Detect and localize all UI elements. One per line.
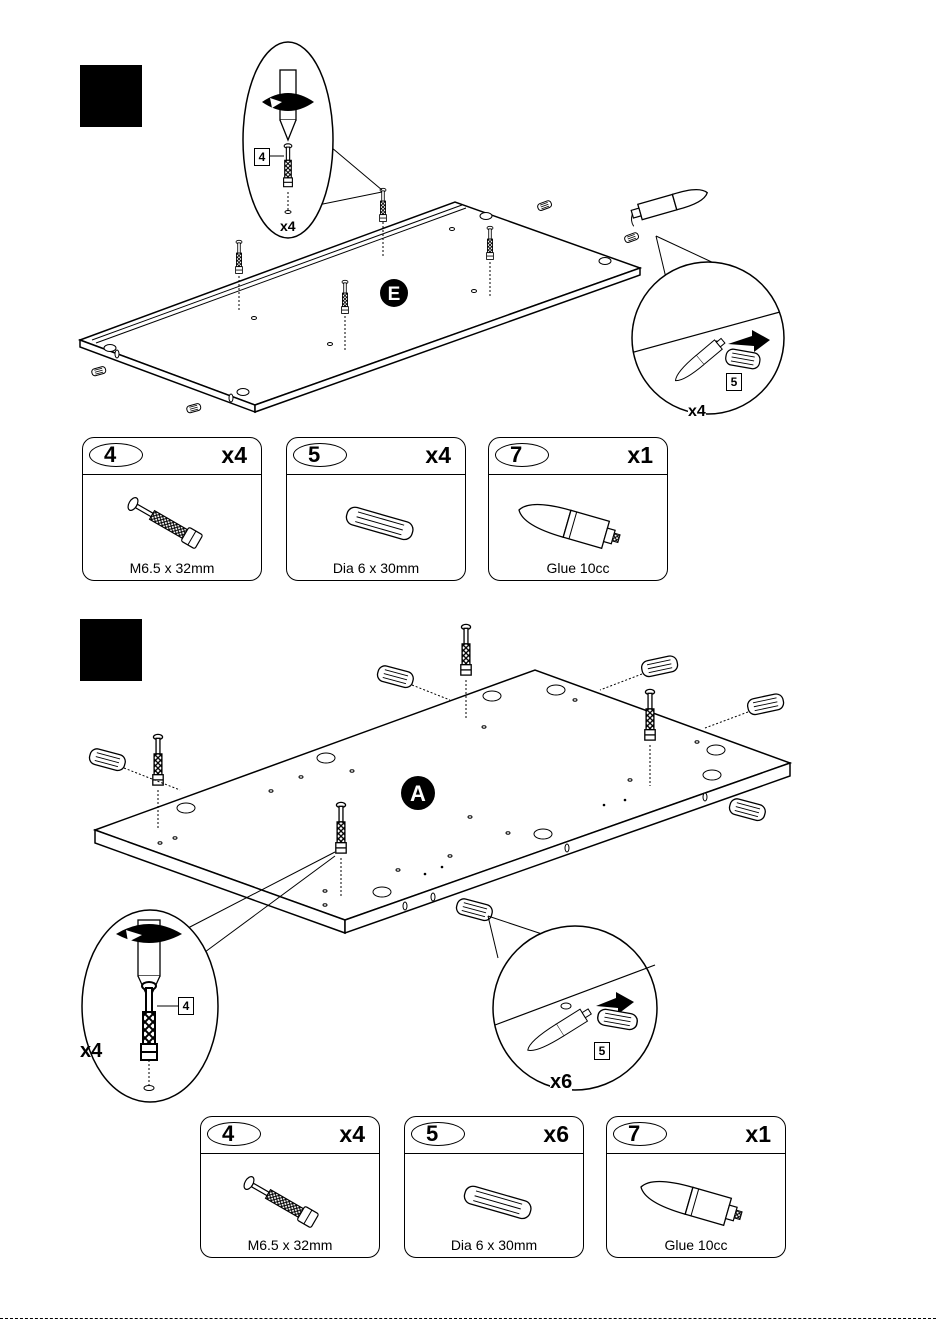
part-caption: Glue 10cc	[607, 1237, 785, 1253]
part-tag-dowel-step1: 5	[726, 373, 742, 391]
part-qty: x1	[745, 1121, 771, 1148]
panel-a-drawing: A	[88, 624, 790, 933]
part-caption: M6.5 x 32mm	[201, 1237, 379, 1253]
part-id: 7	[613, 1122, 667, 1146]
callout-dowel-step1	[632, 236, 784, 414]
cam-bolt-icon	[83, 474, 261, 564]
glue-bottle-icon	[607, 1153, 785, 1243]
part-id: 4	[207, 1122, 261, 1146]
part-qty: x4	[339, 1121, 365, 1148]
multiplier-dowel-step1: x4	[688, 403, 706, 421]
panel-e-letter: E	[388, 284, 401, 305]
callout-dowel-step2	[488, 916, 657, 1090]
multiplier-screw-step2: x4	[80, 1040, 102, 1063]
part-card-glue-step1: 7 x1 Glue 10cc	[488, 437, 668, 581]
part-caption: Dia 6 x 30mm	[287, 560, 465, 576]
panel-e-drawing: E	[80, 185, 711, 413]
part-qty: x6	[543, 1121, 569, 1148]
part-card-bolt-step1: 4 x4 M6.5 x 32mm	[82, 437, 262, 581]
part-id: 5	[293, 443, 347, 467]
part-caption: Dia 6 x 30mm	[405, 1237, 583, 1253]
multiplier-dowel-step2: x6	[550, 1071, 572, 1094]
part-id: 4	[89, 443, 143, 467]
part-card-dowel-step1: 5 x4 Dia 6 x 30mm	[286, 437, 466, 581]
part-qty: x4	[221, 442, 247, 469]
part-tag-dowel-step2: 5	[594, 1042, 610, 1060]
part-id: 7	[495, 443, 549, 467]
glue-bottle-icon	[489, 474, 667, 564]
callout-screw-step1	[243, 42, 382, 238]
panel-a-letter: A	[410, 781, 426, 806]
part-card-glue-step2: 7 x1 Glue 10cc	[606, 1116, 786, 1258]
multiplier-screw-step1: x4	[280, 218, 296, 234]
part-qty: x1	[627, 442, 653, 469]
cam-bolt-icon	[201, 1153, 379, 1243]
part-tag-screw-step1: 4	[254, 148, 270, 166]
part-tag-screw-step2: 4	[178, 997, 194, 1015]
page-bottom-cut-line	[0, 1318, 936, 1319]
part-caption: Glue 10cc	[489, 560, 667, 576]
wood-dowel-icon	[287, 474, 465, 564]
part-card-dowel-step2: 5 x6 Dia 6 x 30mm	[404, 1116, 584, 1258]
part-qty: x4	[425, 442, 451, 469]
part-caption: M6.5 x 32mm	[83, 560, 261, 576]
wood-dowel-icon	[405, 1153, 583, 1243]
part-id: 5	[411, 1122, 465, 1146]
part-card-bolt-step2: 4 x4 M6.5 x 32mm	[200, 1116, 380, 1258]
